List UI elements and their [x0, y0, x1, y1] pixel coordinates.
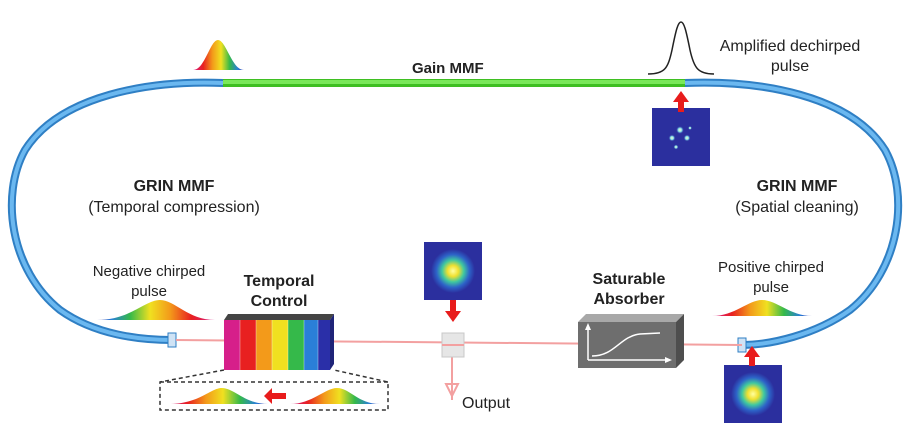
- amplified-pulse-label: Amplified dechirped pulse: [700, 37, 880, 77]
- grin-mmf-right-title: GRIN MMF: [756, 178, 838, 195]
- red-arrow-icon: [744, 346, 760, 366]
- amplified-pulse-label-line1: Amplified dechirped: [719, 38, 861, 55]
- red-arrow-icon: [673, 91, 689, 112]
- negative-chirped-pulse-label: Negative chirped pulse: [64, 262, 234, 302]
- saturable-absorber-label: Saturable Absorber: [566, 270, 692, 310]
- grin-mmf-left-label: GRIN MMF (Temporal compression): [44, 176, 304, 218]
- negative-chirped-line2: pulse: [131, 283, 167, 300]
- positive-chirped-line1: Positive chirped: [718, 259, 824, 276]
- grin-mmf-right-subtitle: (Spatial cleaning): [735, 199, 859, 216]
- spectral-pulse-icon: [97, 300, 215, 320]
- spectral-pulse-icon: [193, 40, 244, 70]
- temporal-control-block: [224, 314, 334, 370]
- temporal-control-line1: Temporal: [243, 273, 315, 290]
- amplified-pulse-label-line2: pulse: [770, 58, 810, 75]
- saturable-absorber: [578, 314, 684, 368]
- beam-splitter: [441, 332, 465, 358]
- amplified-pulse-icon: [647, 21, 715, 75]
- output-label: Output: [462, 395, 511, 412]
- temporal-control-line2: Control: [250, 293, 308, 310]
- positive-chirped-line2: pulse: [753, 279, 789, 296]
- grin-mmf-left-title: GRIN MMF: [133, 178, 215, 195]
- saturable-absorber-line2: Absorber: [593, 291, 665, 308]
- grin-mmf-left-subtitle: (Temporal compression): [88, 199, 260, 216]
- grin-mmf-right-label: GRIN MMF (Spatial cleaning): [692, 176, 902, 218]
- beam-spot-icon: [652, 108, 710, 166]
- positive-chirped-pulse-label: Positive chirped pulse: [686, 258, 856, 298]
- red-arrow-icon: [445, 300, 461, 322]
- output-arrowhead: [444, 383, 460, 399]
- negative-chirped-line1: Negative chirped: [92, 263, 206, 280]
- gain-mmf-label: Gain MMF: [412, 60, 484, 77]
- temporal-control-detail-box: [159, 369, 389, 411]
- beam-spot-icon: [724, 365, 782, 423]
- spectral-pulse-icon: [712, 300, 812, 316]
- saturable-absorber-line1: Saturable: [592, 271, 666, 288]
- red-arrow-icon: [264, 388, 286, 404]
- spectral-pulse-icon: [290, 388, 380, 404]
- spectral-pulse-icon: [168, 388, 268, 404]
- beam-spot-icon: [424, 242, 482, 300]
- temporal-control-label: Temporal Control: [214, 272, 344, 312]
